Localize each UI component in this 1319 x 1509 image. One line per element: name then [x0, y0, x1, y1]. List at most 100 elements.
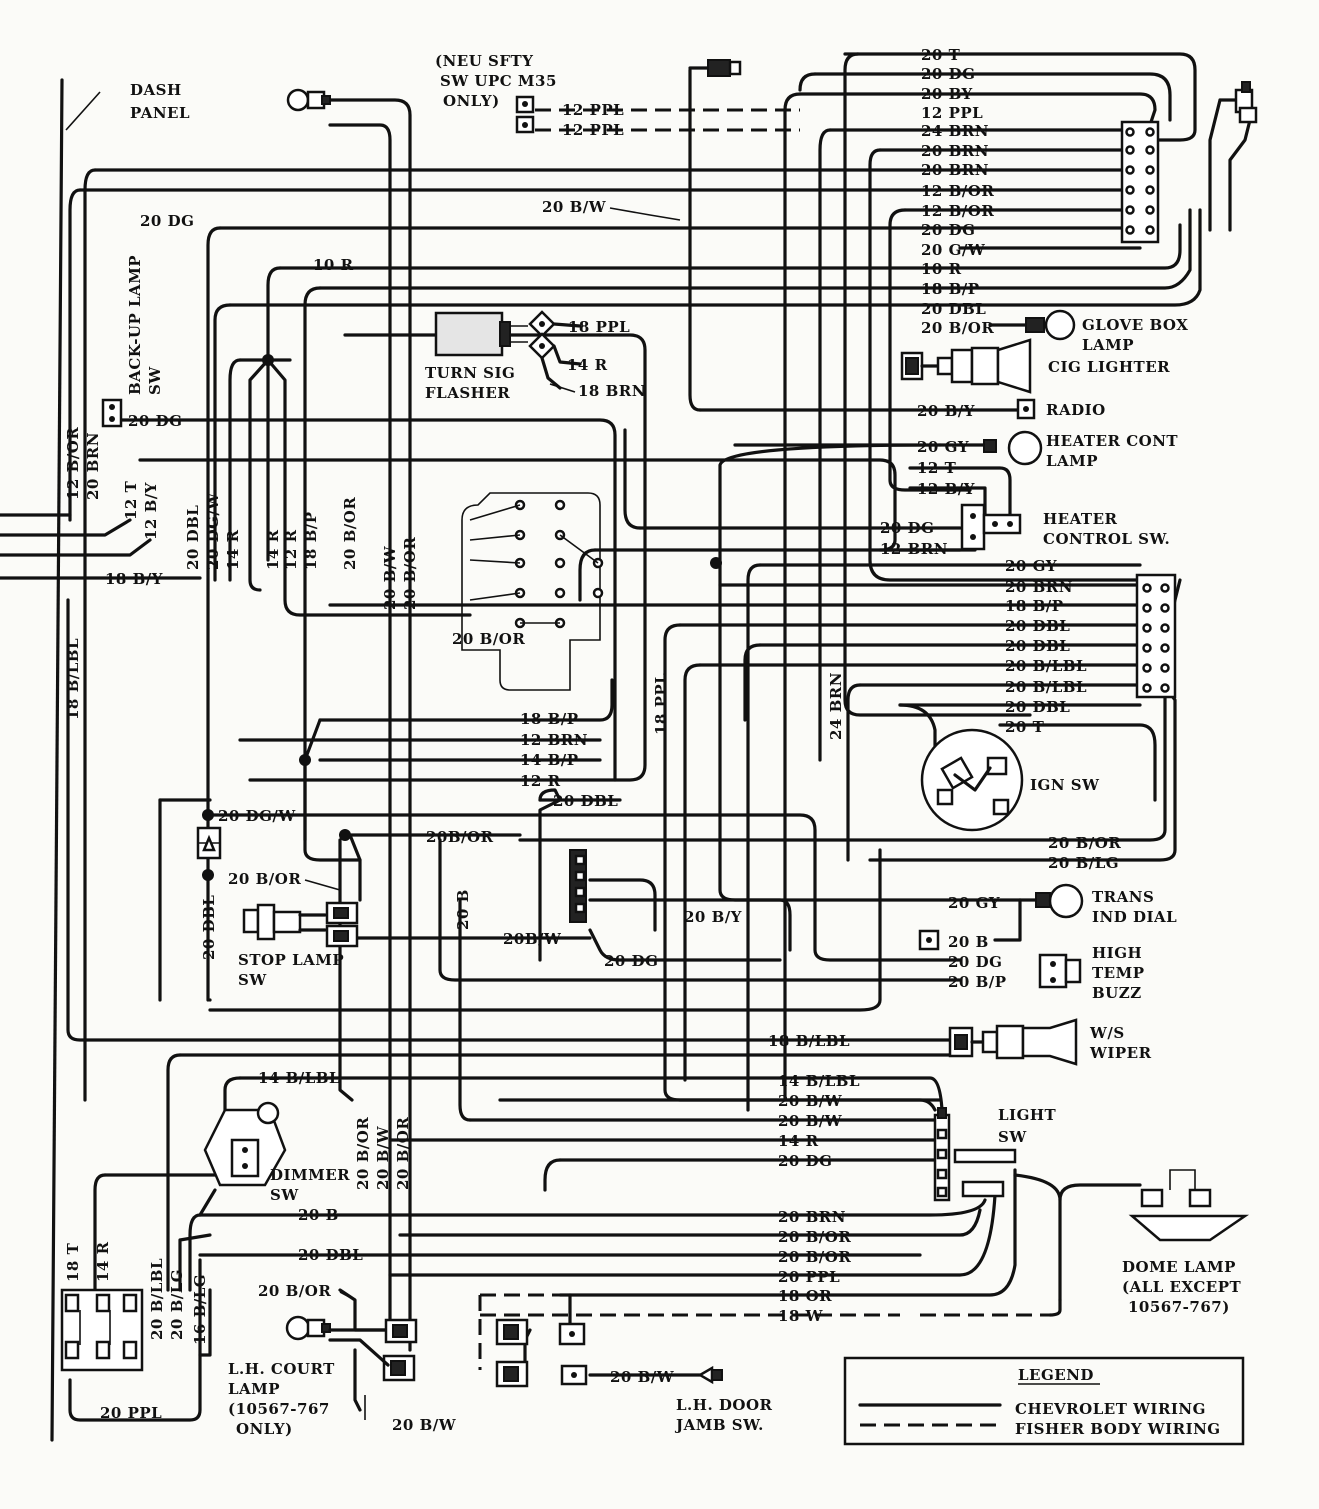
wire-label: 14 R	[94, 1241, 112, 1282]
stop-lamp-switch-icon	[242, 901, 359, 948]
neu-sfty-label-1: (NEU SFTY	[435, 52, 533, 70]
dimmer-sw-label-1: DIMMER	[270, 1166, 350, 1184]
wire-label: 14 R	[567, 356, 608, 374]
wire-label: 12 PPL	[562, 101, 624, 119]
heater-cont-lamp-label-1: HEATER CONT	[1046, 432, 1178, 450]
lh-court-label-1: L.H. COURT	[228, 1360, 335, 1378]
wire-label: 20 B/LBL	[1005, 678, 1087, 696]
wire-label: 20 DBL	[921, 300, 986, 318]
wire-label: 20 B/LG	[168, 1269, 186, 1340]
wire-label: 20 GY	[948, 894, 1000, 912]
back-up-lamp-label-2: SW	[146, 366, 164, 395]
ignition-switch-icon	[920, 728, 1024, 832]
wire-label: 20 B/OR	[228, 870, 301, 888]
light-switch-icon	[933, 1107, 1017, 1202]
wire-label: 20 B/OR	[921, 319, 994, 337]
wire-label: 20 BRN	[778, 1208, 846, 1226]
center-multi-connector-icon	[569, 849, 587, 923]
wire-label: 20 B/OR	[354, 1117, 372, 1190]
lh-door-label-1: L.H. DOOR	[676, 1396, 773, 1414]
cig-lighter-icon	[900, 338, 1032, 394]
wire-label: 20 B/OR	[341, 497, 359, 570]
wire-label: 20 DG	[921, 65, 975, 83]
top-lamp-bulb-icon	[286, 88, 331, 112]
wire-label: 20 B/W	[778, 1112, 843, 1130]
wire-label: 20 DG	[921, 221, 975, 239]
wire-label: 18 W	[778, 1307, 824, 1325]
fuse-block-upper-icon	[1120, 120, 1160, 244]
wire-label: 12 BRN	[520, 731, 588, 749]
wire-label: 12 B/Y	[142, 482, 160, 540]
ign-sw-label: IGN SW	[1030, 776, 1100, 794]
wire-label: 18 PPL	[568, 318, 630, 336]
wire-label: 14 R	[224, 529, 242, 570]
wire-label: 20 BRN	[921, 161, 989, 179]
wire-label: 10 R	[921, 260, 962, 278]
high-temp-label-2: TEMP	[1092, 964, 1144, 982]
wire-labels-lower-vertical: 20 B/OR 20 B/W 20 B/OR 18 T 14 R 20 B/LB…	[64, 1117, 412, 1345]
stop-lamp-label-2: SW	[238, 971, 267, 989]
wire-labels-lower-left: 14 B/LBL 20 B 20 DBL 20 B/OR 20 PPL 20 B…	[100, 1069, 675, 1434]
wire-label: 14 B/LBL	[778, 1072, 860, 1090]
legend-item-chevrolet: CHEVROLET WIRING	[1015, 1400, 1206, 1418]
wire-label: 20 B/W	[381, 545, 399, 610]
stop-lamp-label-1: STOP LAMP	[238, 951, 344, 969]
wire-label: 12 PPL	[921, 104, 983, 122]
heater-control-sw-label-1: HEATER	[1043, 510, 1118, 528]
wire-labels-bottom: 20 BRN 20 B/OR 20 B/OR 20 PPL 18 OR 18 W	[778, 1208, 851, 1325]
wire-label: 20 DG	[604, 952, 658, 970]
wire-label: 20 BRN	[921, 142, 989, 160]
wire-label: 20 DG/W	[218, 807, 296, 825]
wire-label: 18 B/LBL	[64, 638, 82, 720]
wire-labels-top-right: 20 T 20 DG 20 BY 12 PPL 24 BRN 20 BRN 20…	[921, 46, 994, 337]
neutral-safety-switch-icon	[515, 95, 535, 134]
dome-lamp-label-3: 10567-767)	[1128, 1298, 1230, 1316]
wire-label: 18 OR	[778, 1287, 832, 1305]
wire-label: 14 R	[264, 529, 282, 570]
wire-label: 18 B/P	[302, 511, 320, 570]
wire-label: 12 BRN	[880, 540, 948, 558]
wire-label: 20 B/OR	[1048, 834, 1121, 852]
wire-label: 12 T	[917, 459, 957, 477]
wire-label: 20B/OR	[426, 828, 494, 846]
wire-label: 20 G/W	[921, 241, 986, 259]
dash-panel-leader	[65, 91, 101, 131]
high-temp-label-3: BUZZ	[1092, 984, 1142, 1002]
wire-label: 12 B/OR	[921, 202, 994, 220]
turn-signal-flasher-icon	[434, 310, 582, 390]
wire-label: 20 PPL	[100, 1404, 162, 1422]
lh-court-lamp-icon	[285, 1315, 418, 1382]
wire-label: 20 B/OR	[778, 1228, 851, 1246]
wire-label: 20 DBL	[1005, 617, 1070, 635]
dimmer-switch-icon	[203, 1101, 287, 1187]
wire-label: 20 DG	[140, 212, 194, 230]
legend-title: LEGEND	[1018, 1366, 1094, 1384]
radio-label: RADIO	[1046, 401, 1106, 419]
lower-left-terminal-block-icon	[60, 1288, 144, 1372]
wire-label: 20 B/W	[610, 1368, 675, 1386]
wire-label: 18 B/P	[520, 710, 579, 728]
wire-label: 20 BY	[921, 85, 973, 103]
wire-label: 20 B/P	[948, 973, 1007, 991]
chevrolet-wiring	[0, 52, 1202, 1422]
wire-label: 20 B/W	[392, 1416, 457, 1434]
dash-panel-line	[50, 78, 64, 1442]
wire-label: 12 T	[122, 480, 140, 520]
wire-label: 20 B/W	[778, 1092, 843, 1110]
wire-label: 20 B/OR	[452, 630, 525, 648]
lh-door-label-2: JAMB SW.	[674, 1416, 764, 1434]
wire-label: 20 DBL	[184, 505, 202, 570]
wire-label: 20 DBL	[298, 1246, 363, 1264]
wire-label: 18 BRN	[578, 382, 646, 400]
wire-label: 20 DG	[880, 519, 934, 537]
wire-label: 20 B/OR	[258, 1282, 331, 1300]
wire-label: 20 GY	[917, 438, 969, 456]
back-up-lamp-switch-icon	[101, 398, 123, 428]
cig-lighter-label: CIG LIGHTER	[1048, 358, 1170, 376]
door-jamb-connectors-icon	[495, 1318, 588, 1388]
wire-label: 20 B/LBL	[1005, 657, 1087, 675]
wire-labels-left-vertical: 12 B/OR 20 BRN 12 T 12 B/Y 18 B/LBL 20 D…	[64, 427, 419, 720]
wire-label: 20 B/W	[374, 1125, 392, 1190]
heater-cont-lamp-label-2: LAMP	[1046, 452, 1098, 470]
